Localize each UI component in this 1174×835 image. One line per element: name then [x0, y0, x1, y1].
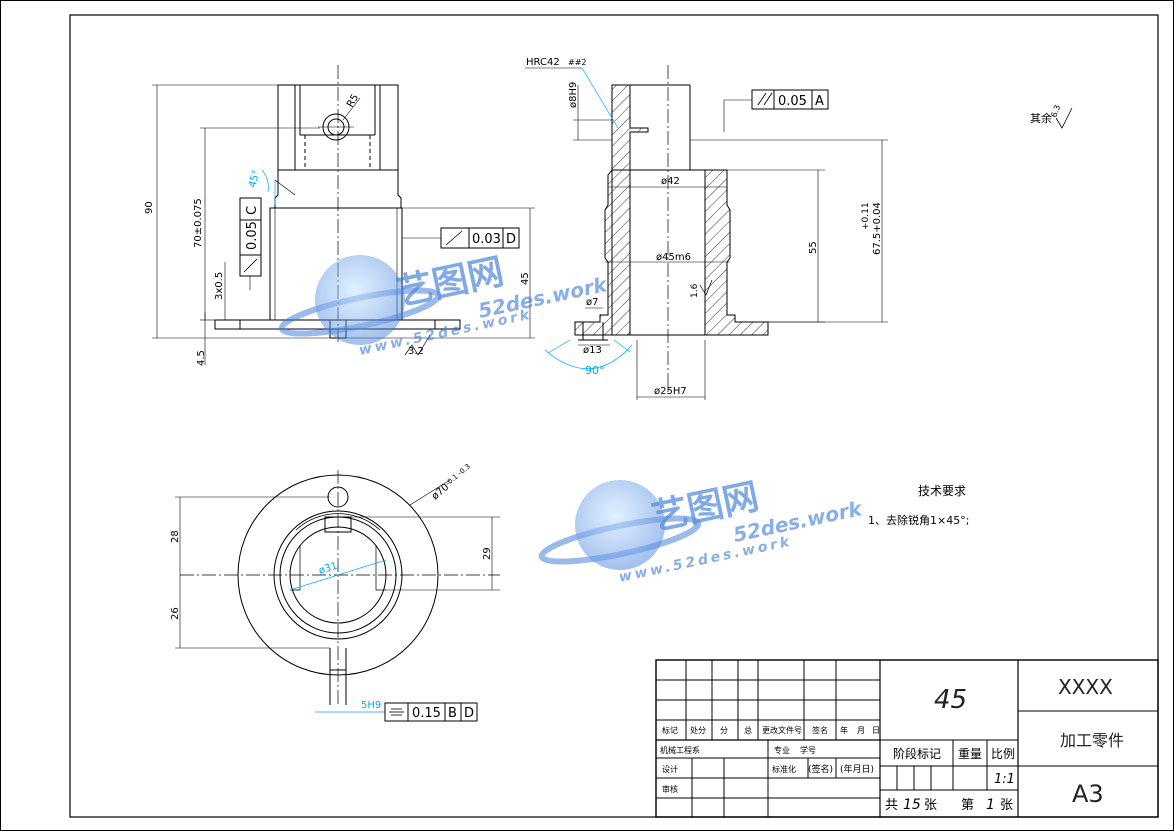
title-dept: 机械工程系 [660, 745, 700, 755]
runout-d-datum: D [506, 232, 516, 247]
hdr-year: 年 [840, 725, 848, 735]
dim-45: 45 [520, 272, 531, 285]
title-class: 学号 [800, 745, 816, 755]
title-stage: 阶段标记 [893, 746, 941, 761]
sheets-total: 15 [903, 797, 921, 813]
dim-29: 29 [482, 547, 493, 560]
dim-3x05: 3x0.5 [214, 272, 225, 300]
dim-angle-45: 45° [247, 169, 262, 189]
hdr-signature: 签名 [812, 725, 828, 735]
dim-13: ø13 [583, 345, 602, 356]
rough-other-label: 其余 [1030, 111, 1052, 125]
title-weight: 重量 [958, 747, 982, 761]
hdr-mark: 标记 [662, 725, 678, 735]
dim-70-tol: -0.1 -0.3 [444, 462, 472, 487]
title-material: 45 [934, 685, 967, 715]
rough-other-symbol [1055, 107, 1073, 129]
parallel-datum: A [815, 94, 824, 109]
dim-5h9: 5H9 [361, 700, 381, 711]
dim-7: ø7 [586, 297, 598, 308]
tech-req-title: 技术要求 [918, 484, 966, 498]
symmetry-value: 0.15 [412, 706, 441, 721]
title-scale-label: 比例 [991, 747, 1015, 761]
hdr-total: 总 [744, 725, 752, 735]
runout-d-value: 0.03 [472, 232, 501, 247]
symmetry-datum-b: B [448, 706, 457, 721]
roughness-3-2: 3.2 [408, 346, 424, 357]
dim-8h9: ø8H9 [568, 82, 579, 108]
runout-c-datum: C [245, 206, 260, 215]
dim-26: 26 [170, 607, 181, 620]
dim-45m6: ø45m6 [656, 252, 691, 263]
watermark-1: 艺图网 52des.work www.52des.work [278, 251, 610, 359]
dim-angle-90: 90° [585, 364, 605, 377]
sheets-total-post: 张 [924, 798, 937, 813]
watermark-2: 艺图网 52des.work www.52des.work [538, 476, 865, 586]
hardness-label: HRC42 [526, 57, 560, 68]
hdr-day: 日 [872, 726, 880, 735]
title-major: 专业 [774, 745, 790, 755]
symmetry-datum-d: D [464, 706, 474, 721]
hdr-month: 月 [857, 726, 865, 735]
hardness-tail: ##2 [568, 58, 587, 67]
dim-25h7: ø25H7 [654, 386, 687, 397]
title-sign: (签名) [808, 763, 833, 775]
dim-70: 70±0.075 [193, 198, 204, 248]
front-view [152, 65, 535, 365]
sheet-no-post: 张 [1000, 798, 1013, 813]
title-size: A3 [1072, 780, 1104, 808]
parallel-value: 0.05 [778, 94, 807, 109]
title-block [655, 659, 1159, 818]
sheet-no-pre: 第 [961, 798, 974, 813]
dim-67-5: 67.5+0.04 [872, 202, 883, 255]
dim-42: ø42 [661, 176, 680, 187]
title-date: (年月日) [840, 763, 874, 775]
dim-67-5-upper: +0.11 [861, 202, 871, 230]
title-std: 标准化 [772, 764, 796, 774]
hdr-part: 分 [720, 726, 728, 735]
title-review: 审核 [662, 784, 678, 794]
dim-r5: R5 [345, 92, 361, 109]
rough-other-value: 6.3 [1049, 104, 1062, 119]
dim-55: 55 [808, 241, 819, 254]
hdr-change-doc: 更改文件号 [762, 725, 802, 735]
roughness-1-6: 1.6 [690, 283, 700, 298]
dim-31: ø31 [318, 561, 339, 577]
dim-90: 90 [144, 201, 155, 214]
top-view [175, 470, 500, 722]
inner-frame [69, 14, 1159, 818]
dim-28: 28 [170, 530, 181, 543]
title-part-name: 加工零件 [1060, 731, 1124, 750]
title-headers: 标记 处分 分 总 更改文件号 签名 年 月 日 [662, 725, 880, 735]
sheets-total-pre: 共 [885, 798, 898, 813]
title-scale: 1:1 [994, 772, 1015, 787]
dim-45-small: 4.5 [196, 350, 207, 366]
hdr-division: 处分 [690, 725, 706, 735]
title-design: 设计 [662, 764, 678, 774]
tech-req-item-1: 1、去除锐角1×45°; [868, 513, 969, 527]
section-view [525, 65, 888, 400]
sheet-no: 1 [986, 797, 995, 813]
runout-c-value: 0.05 [245, 221, 260, 250]
title-company: XXXX [1058, 675, 1113, 699]
